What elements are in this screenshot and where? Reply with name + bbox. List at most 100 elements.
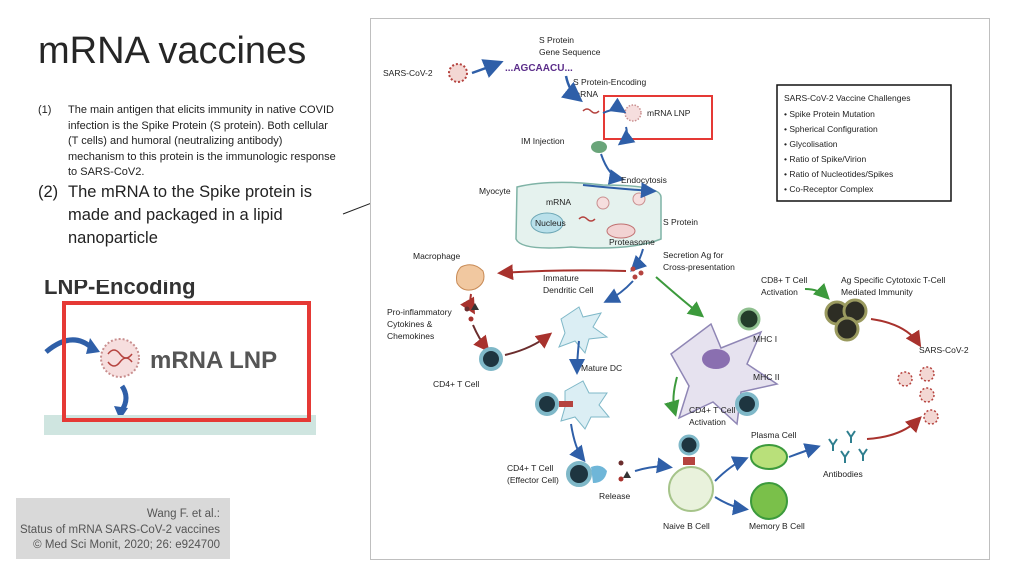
secretion-label-1: Secretion Ag for — [663, 250, 724, 260]
cytotoxic-label-1: Ag Specific Cytotoxic T-Cell — [841, 275, 945, 285]
arrow-release-to-b-cell — [634, 457, 673, 474]
point-2: (2) The mRNA to the Spike protein is mad… — [38, 181, 348, 250]
pro-inflammatory-label-3: Chemokines — [387, 331, 434, 341]
antigen-cluster-icon — [630, 266, 644, 280]
mhc-complex-icon — [559, 401, 573, 407]
plasma-cell-icon — [750, 444, 788, 470]
zoom-lnp-particle-icon — [100, 338, 140, 378]
point-1: (1) The main antigen that elicits immuni… — [38, 103, 338, 181]
effector-cell-body-icon — [591, 465, 607, 483]
challenge-item-5: • Ratio of Nucleotides/Spikes — [784, 169, 893, 179]
antibodies-label: Antibodies — [823, 469, 863, 479]
cd8-activation-label-1: CD8+ T Cell — [761, 275, 807, 285]
vaccine-challenges-box — [776, 84, 952, 202]
release-label: Release — [599, 491, 630, 501]
s-protein-encoding-label-1: S Protein-Encoding — [573, 77, 647, 87]
mature-dc-cell-icon — [560, 380, 611, 430]
arrow-to-immature-dc — [603, 280, 634, 303]
s-protein-encoding-label-2: mRNA — [573, 89, 598, 99]
arrow-lnp-to-injection — [617, 126, 636, 146]
endosome-icon-2 — [632, 192, 646, 206]
sars-cov-2-right-label: SARS-CoV-2 — [919, 345, 969, 355]
macrophage-cell-icon — [456, 264, 485, 291]
arrow-to-macrophage — [497, 264, 627, 281]
plasma-cell-label: Plasma Cell — [751, 430, 796, 440]
zoom-partial-label: LNP-Encoding — [44, 280, 196, 299]
cytotoxic-label-2: Mediated Immunity — [841, 287, 914, 297]
challenge-item-6: • Co-Receptor Complex — [784, 184, 874, 194]
antigen-presenting-cell-icon — [670, 322, 779, 426]
zoom-arrow-out — [119, 384, 129, 412]
spacer-path — [603, 284, 636, 309]
cd4-t-cell-label-left: CD4+ T Cell — [433, 379, 479, 389]
immature-dc-cell-icon — [558, 306, 609, 355]
nucleus-label: Nucleus — [535, 218, 566, 228]
zoom-arrow-in — [44, 337, 94, 354]
zoom-arrow-out-head — [114, 406, 128, 420]
point-2-text: The mRNA to the Spike protein is made an… — [68, 183, 312, 247]
mhc-ii-label: MHC II — [753, 372, 779, 382]
mature-dc-label: Mature DC — [581, 363, 622, 373]
apc-nucleus-icon — [702, 349, 730, 369]
arrow-endocytosis — [582, 182, 657, 199]
effector-t-cell-icon — [566, 461, 592, 487]
challenge-item-3: • Glycolisation — [784, 139, 838, 149]
cd4-helper-on-b-cell-icon — [678, 434, 700, 456]
arrow-injection-to-cell — [600, 153, 625, 185]
cd4-activation-label-1: CD4+ T Cell — [689, 405, 735, 415]
zoom-highlight-box — [62, 301, 311, 422]
arrow-antibodies-to-virus — [866, 416, 922, 440]
cytotoxic-t-cells-icon — [824, 298, 868, 342]
citation-line-1: Wang F. et al.: — [146, 508, 220, 520]
point-1-text: The main antigen that elicits immunity i… — [68, 104, 336, 178]
arrow-t-cell-to-dc — [504, 332, 553, 356]
proteasome-label: Proteasome — [609, 237, 655, 247]
immature-dc-label-2: Dendritic Cell — [543, 285, 594, 295]
im-injection-label: IM Injection — [521, 136, 565, 146]
nucleus-icon — [530, 212, 564, 234]
macrophage-label: Macrophage — [413, 251, 461, 261]
virus-top-icon — [448, 63, 468, 83]
cd8-t-cell-icon — [737, 307, 761, 331]
arrow-virus-to-sequence — [471, 59, 504, 78]
citation-line-3: © Med Sci Monit, 2020; 26: e924700 — [33, 539, 220, 551]
pro-inflammatory-label-2: Cytokines & — [387, 319, 433, 329]
cd4-effector-label-1: CD4+ T Cell — [507, 463, 553, 473]
secretion-label-2: Cross-presentation — [663, 262, 735, 272]
arrow-secretion — [630, 248, 648, 272]
cd4-t-cell-icon-left — [479, 347, 503, 371]
naive-b-cell-icon — [668, 466, 714, 512]
lnp-particle-icon — [624, 104, 642, 122]
point-1-number: (1) — [38, 104, 52, 116]
antibodies-icon — [828, 430, 868, 463]
arrow-apc-to-cd4 — [664, 376, 680, 417]
challenge-item-4: • Ratio of Spike/Virion — [784, 154, 866, 164]
zoom-arrow-head — [86, 338, 100, 354]
challenges-title: SARS-CoV-2 Vaccine Challenges — [784, 93, 910, 103]
s-protein-gene-label-1: S Protein — [539, 35, 574, 45]
release-dots-icon — [618, 460, 631, 482]
endocytosis-label: Endocytosis — [621, 175, 667, 185]
mrna-lnp-highlight-box — [603, 95, 713, 140]
point-2-number: (2) — [38, 183, 59, 201]
memory-b-cell-icon — [750, 482, 788, 520]
sequence-label: ...AGCAACU... — [505, 63, 573, 74]
arrow-sequence-to-mrna — [561, 75, 583, 103]
cd4-effector-label-2: (Effector Cell) — [507, 475, 559, 485]
challenge-item-1: • Spike Protein Mutation — [784, 109, 875, 119]
injection-site-icon — [591, 141, 607, 153]
cd4-activation-label-2: Activation — [689, 417, 726, 427]
mrna-vaccine-diagram: S Protein Gene Sequence SARS-CoV-2 ...AG… — [370, 18, 990, 560]
arrow-cytotoxic-to-virus — [870, 318, 922, 348]
arrow-mrna-to-lnp — [602, 97, 627, 114]
cd8-activation-label-2: Activation — [761, 287, 798, 297]
cd4-t-cell-activation-icon — [735, 392, 759, 416]
b-cell-receptor-icon — [683, 457, 695, 465]
arrow-b-to-memory — [714, 496, 749, 516]
proteasome-icon — [606, 223, 636, 239]
cd4-t-cell-bound-icon — [535, 392, 559, 416]
myocyte-label: Myocyte — [479, 186, 511, 196]
arrow-green-to-apc — [655, 276, 705, 318]
slide-title: mRNA vaccines — [38, 30, 307, 72]
virus-cluster-right-icon — [897, 366, 939, 425]
